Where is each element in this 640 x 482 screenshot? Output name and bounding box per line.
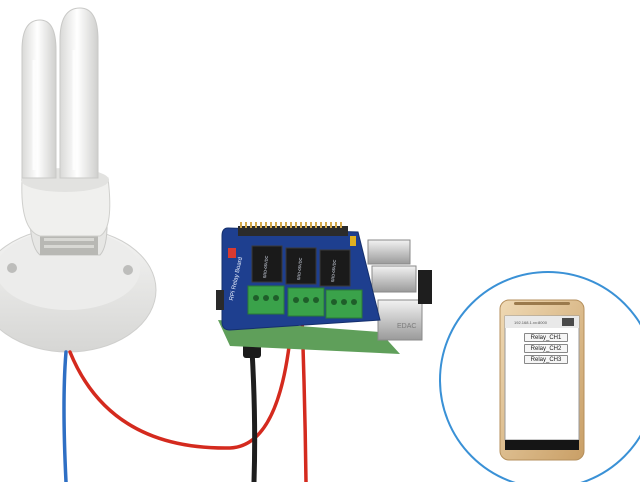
- nav-bar: [505, 440, 579, 450]
- relay-ch3-button[interactable]: Relay_CH3: [524, 355, 568, 364]
- relay-ch1-button[interactable]: Relay_CH1: [524, 333, 568, 342]
- relay-ch2-button[interactable]: Relay_CH2: [524, 344, 568, 353]
- black-usb-cable: [249, 347, 258, 482]
- usb-port-mid: [371, 265, 417, 293]
- light-bulb: [0, 7, 157, 353]
- blue-wire: [62, 350, 68, 482]
- ethernet-port: [377, 299, 423, 341]
- red-wire-bulb: [68, 316, 294, 450]
- address-bar-url[interactable]: 192.168.1.xx:8000: [514, 320, 547, 325]
- relay-2: [285, 247, 317, 285]
- relay-board-assembly: [216, 222, 432, 354]
- usb-port-top: [367, 239, 411, 265]
- phone-callout: [439, 271, 640, 482]
- screw-terminals: [247, 285, 363, 319]
- gpio-header: [238, 222, 348, 236]
- relay-1: [251, 245, 283, 283]
- usb-port-label: EDAC: [397, 323, 417, 330]
- relay-3: [319, 249, 351, 287]
- browser-bar: [505, 316, 579, 328]
